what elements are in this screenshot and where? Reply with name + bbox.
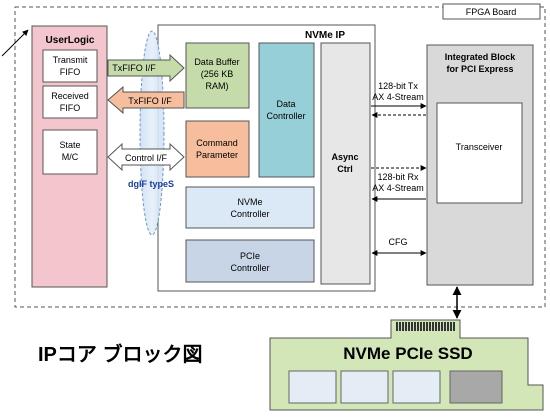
connector-pin [453,322,455,331]
connector-pin [432,322,434,331]
userlogic-title: UserLogic [46,35,95,46]
rx-fifo-if-label: TxFIFO I/F [128,96,172,106]
caption: IPコア ブロック図 [38,342,202,366]
pcie-controller-block [185,239,315,283]
connector-pin [405,322,407,331]
connector-pin [450,322,452,331]
state-mc-block [42,129,98,175]
ssd-label: NVMe PCIe SSD [343,344,472,363]
connector-pin [438,322,440,331]
command-parameter-label-1: Command [196,138,238,148]
connector-pin [399,322,401,331]
command-parameter-block [185,120,250,178]
transmit-fifo-label-2: FIFO [60,67,81,77]
transceiver-block [436,102,523,204]
data-buffer-label-3: RAM) [206,81,229,91]
data-buffer-block [185,42,250,109]
transmit-fifo-block [42,49,98,83]
async-ctrl-block [320,42,371,285]
data-buffer-label-2: (256 KB [201,69,234,79]
dgif-label: dgIF typeS [128,179,174,189]
dgif-oval [139,30,165,236]
rx-stream-label-2: AX 4-Stream [372,183,424,193]
connector-pin [429,322,431,331]
connector-pin [396,322,398,331]
state-mc-label-1: State [59,140,80,150]
control-if-arrow [107,142,185,172]
nvme-controller-block [185,186,315,229]
data-buffer-label-1: Data Buffer [194,57,239,67]
received-fifo-label-2: FIFO [60,103,81,113]
tx-stream-label-1: 128-bit Tx [378,81,418,91]
fpga-board-label: FPGA Board [466,7,517,17]
fpga-board-tag [442,3,541,20]
corner-arrow [1,29,29,57]
pcie-controller-label-1: PCIe [240,251,260,261]
pcie-block-title-1: Integrated Block [445,52,517,62]
transmit-fifo-label-1: Transmit [53,55,88,65]
connector-pin [417,322,419,331]
rx-stream-label-1: 128-bit Rx [377,172,419,182]
tx-stream-label-2: AX 4-Stream [372,92,424,102]
nvme-controller-label-1: NVMe [237,197,262,207]
transceiver-label: Transceiver [456,142,503,152]
received-fifo-label-1: Received [51,91,89,101]
command-parameter-label-2: Parameter [196,150,238,160]
async-ctrl-label-1: Async [331,152,358,162]
data-controller-label-2: Controller [266,111,305,121]
connector-pin [441,322,443,331]
connector-pin [411,322,413,331]
connector-pin [444,322,446,331]
connector-pin [426,322,428,331]
connector-pin [402,322,404,331]
connector-pin [435,322,437,331]
connector-pin [408,322,410,331]
ssd-connector-pins [396,322,455,331]
ssd-chip-2 [340,370,389,404]
rx-fifo-if-arrow [107,85,185,115]
tx-fifo-if-arrow [107,53,185,83]
ssd-chip-3 [392,370,441,404]
data-controller-block [258,42,315,178]
control-if-label: Control I/F [125,153,168,163]
async-ctrl-label-2: Ctrl [337,164,353,174]
data-controller-label-1: Data [276,99,295,109]
connector-pin [420,322,422,331]
pcie-block-title-2: for PCI Express [446,64,513,74]
cfg-label: CFG [389,237,408,247]
state-mc-label-2: M/C [62,152,79,162]
connector-pin [414,322,416,331]
fpga-board-outline [14,6,546,308]
ssd-chip-1 [288,370,337,404]
connector-pin [423,322,425,331]
connector-pin [447,322,449,331]
nvme-ip-title: NVMe IP [305,30,345,41]
pcie-controller-label-2: Controller [230,263,269,273]
ssd-controller-chip [449,370,503,404]
received-fifo-block [42,85,98,119]
tx-fifo-if-label: TxFIFO I/F [112,63,156,73]
nvme-controller-label-2: Controller [230,209,269,219]
